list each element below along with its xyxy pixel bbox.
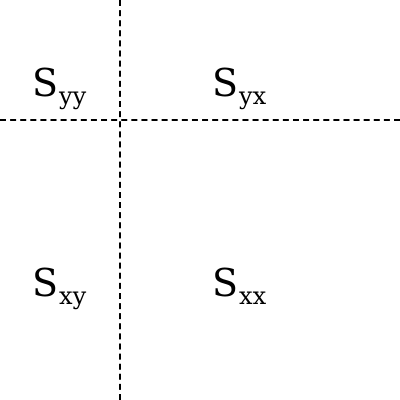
cell-symbol: S (212, 261, 239, 305)
cell-subscript: yy (59, 82, 87, 110)
cell-subscript: yx (239, 82, 267, 110)
vertical-dashed-divider (119, 0, 121, 400)
cell-subscript: xy (59, 282, 87, 310)
cell-symbol: S (32, 61, 59, 105)
cell-subscript: xx (239, 282, 267, 310)
cell-symbol: S (212, 61, 239, 105)
cell-s-xy-label: Sxy (32, 261, 86, 308)
horizontal-dashed-divider (0, 119, 400, 121)
cell-s-yx-label: Syx (212, 61, 266, 108)
cell-symbol: S (32, 261, 59, 305)
cell-s-yy-label: Syy (32, 61, 86, 108)
cell-s-xx-label: Sxx (212, 261, 266, 308)
